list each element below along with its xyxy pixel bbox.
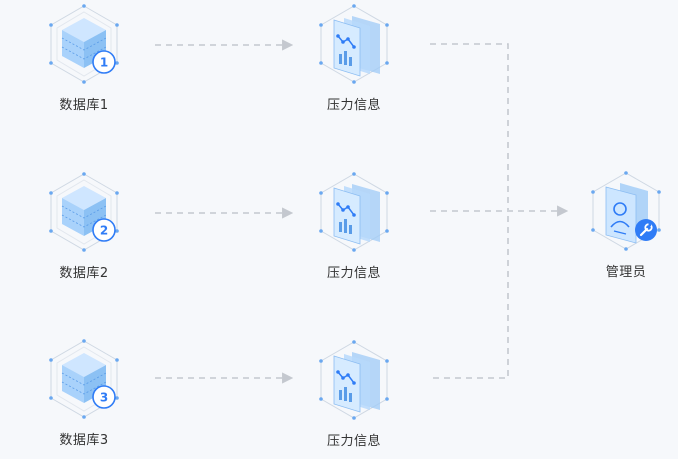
database-label: 数据库3 (59, 433, 109, 448)
pressure-node-1: 压力信息 (306, 2, 402, 113)
connector-pressure1-merge (430, 43, 509, 210)
pressure-layers-icon (319, 172, 389, 252)
wrench-icon (635, 219, 657, 241)
database-node-2: 2 数据库2 (36, 170, 132, 281)
pressure-layers-icon (319, 340, 389, 420)
database-node-3: 3 数据库3 (36, 337, 132, 448)
database-label: 数据库2 (59, 266, 109, 281)
pressure-node-2: 压力信息 (306, 170, 402, 281)
admin-label: 管理员 (605, 265, 647, 280)
pressure-label: 压力信息 (326, 98, 381, 113)
pressure-label: 压力信息 (326, 266, 381, 281)
database-label: 数据库1 (59, 98, 109, 113)
database-cube-icon: 2 (49, 172, 119, 252)
admin-node: 管理员 (578, 169, 674, 280)
badge-number: 1 (100, 56, 108, 70)
database-cube-icon: 3 (49, 339, 119, 419)
database-node-1: 1 数据库1 (36, 2, 132, 113)
pressure-node-3: 压力信息 (306, 338, 402, 449)
connector-pressure3-merge (433, 212, 509, 379)
badge-number: 3 (100, 391, 108, 405)
pressure-label: 压力信息 (326, 434, 381, 449)
pressure-layers-icon (319, 4, 389, 84)
badge-number: 2 (100, 224, 108, 238)
database-cube-icon: 1 (49, 4, 119, 84)
admin-profile-icon (591, 171, 661, 251)
